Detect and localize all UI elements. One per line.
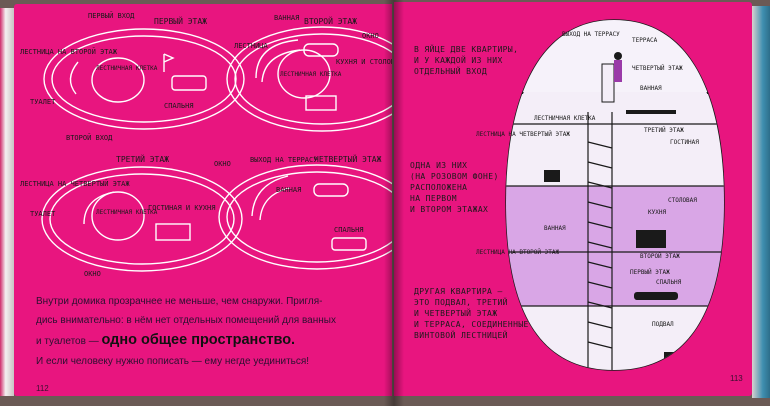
plan-2-label-stairs: ЛЕСТНИЦА — [234, 42, 269, 50]
left-page-edges — [0, 8, 14, 396]
plan-2-title: ВТОРОЙ ЭТАЖ — [304, 15, 357, 26]
plan-4-label-bath: ВАННАЯ — [276, 186, 301, 194]
body-bold-statement: одно общее пространство. — [101, 332, 296, 348]
label-stair-cell: ЛЕСТНИЧНАЯ КЛЕТКА — [534, 115, 596, 122]
plan-1-label-entry: ПЕРВЫЙ ВХОД — [88, 11, 135, 20]
plan-4-label-bedroom: СПАЛЬНЯ — [334, 226, 364, 234]
body-text: Внутри домика прозрачнее не меньше, чем … — [36, 292, 386, 371]
body-line-3: и туалетов — — [36, 336, 102, 347]
book-gutter-shadow — [384, 0, 404, 406]
right-page-edges — [752, 6, 770, 398]
label-fourth-floor: ЧЕТВЕРТЫЙ ЭТАЖ — [632, 65, 683, 72]
plan-third-floor-outline — [41, 166, 243, 272]
plan-1-label-toilet: ТУАЛЕТ — [30, 98, 56, 106]
page-number-right: 113 — [730, 374, 743, 383]
plan-1-label-bedroom: СПАЛЬНЯ — [164, 102, 194, 110]
label-kitchen: КУХНЯ — [648, 209, 666, 216]
plan-3-label-toilet: ТУАЛЕТ — [30, 210, 56, 218]
plan-first-floor-outline — [43, 28, 245, 130]
plan-second-floor-outline — [226, 26, 392, 132]
plan-3-title: ТРЕТИЙ ЭТАЖ — [116, 153, 169, 164]
plan-3-label-window-1: ОКНО — [214, 160, 231, 168]
label-first-floor: ПЕРВЫЙ ЭТАЖ — [630, 269, 670, 276]
plan-4-label-exit: ВЫХОД НА ТЕРРАСУ — [250, 156, 317, 164]
page-number-left: 112 — [36, 384, 49, 393]
label-third-floor: ТРЕТИЙ ЭТАЖ — [644, 127, 684, 134]
plan-4-title: ЧЕТВЕРТЫЙ ЭТАЖ — [314, 153, 382, 164]
plan-1-label-stair-cell: ЛЕСТНИЧНАЯ КЛЕТКА — [96, 65, 158, 72]
label-terrace: ТЕРРАСА — [632, 37, 658, 44]
label-exit-terrace: ВЫХОД НА ТЕРРАСУ — [562, 31, 620, 38]
plan-2-label-stair-cell: ЛЕСТНИЧНАЯ КЛЕТКА — [280, 71, 342, 78]
body-line-1: Внутри домика прозрачнее не меньше, чем … — [36, 296, 323, 307]
plan-3-label-window-2: ОКНО — [84, 270, 101, 278]
label-basement: ПОДВАЛ — [652, 321, 674, 328]
plan-fourth-floor-outline — [218, 164, 392, 270]
egg-cross-section: ВЫХОД НА ТЕРРАСУ ТЕРРАСА ЧЕТВЕРТЫЙ ЭТАЖ … — [476, 19, 725, 371]
body-line-4: И если человеку нужно пописать — ему нег… — [36, 356, 310, 367]
body-line-2: дись внимательно: в нём нет отдельных по… — [36, 315, 336, 326]
label-living: ГОСТИНАЯ — [670, 139, 699, 146]
label-stairs-to-second: ЛЕСТНИЦА НА ВТОРОЙ ЭТАЖ — [476, 249, 559, 256]
note-pink-apartment: ОДНА ИЗ НИХ (НА РОЗОВОМ ФОНЕ) РАСПОЛОЖЕН… — [410, 161, 499, 214]
label-bath-mid: ВАННАЯ — [544, 225, 566, 232]
plan-2-label-window: ОКНО — [362, 32, 379, 40]
plan-1-label-second-entry: ВТОРОЙ ВХОД — [66, 133, 113, 142]
label-second-floor: ВТОРОЙ ЭТАЖ — [640, 253, 680, 260]
plan-3-label-stair-cell: ЛЕСТНИЧНАЯ КЛЕТКА — [96, 209, 158, 216]
label-dining: СТОЛОВАЯ — [668, 197, 697, 204]
plan-1-label-stairs: ЛЕСТНИЦА НА ВТОРОЙ ЭТАЖ — [20, 47, 118, 56]
label-bedroom: СПАЛЬНЯ — [656, 279, 682, 286]
plan-1-title: ПЕРВЫЙ ЭТАЖ — [154, 15, 207, 26]
note-two-apartments: В ЯЙЦЕ ДВЕ КВАРТИРЫ, И У КАЖДОЙ ИЗ НИХ О… — [414, 45, 519, 76]
plan-3-label-stairs: ЛЕСТНИЦА НА ЧЕТВЕРТЫЙ ЭТАЖ — [20, 179, 130, 188]
note-other-apartment: ДРУГАЯ КВАРТИРА — ЭТО ПОДВАЛ, ТРЕТИЙ И Ч… — [414, 287, 529, 340]
plan-2-label-kitchen: КУХНЯ И СТОЛОВАЯ — [336, 58, 392, 66]
plan-2-label-bath: ВАННАЯ — [274, 14, 299, 22]
label-bath-top: ВАННАЯ — [640, 85, 662, 92]
label-stairs-to-fourth: ЛЕСТНИЦА НА ЧЕТВЕРТЫЙ ЭТАЖ — [476, 131, 570, 138]
plan-3-label-living: ГОСТИНАЯ И КУХНЯ — [148, 204, 215, 212]
floor-plans: ПЕРВЫЙ ЭТАЖ ПЕРВЫЙ ВХОД ЛЕСТНИЦА НА ВТОР… — [20, 11, 392, 278]
